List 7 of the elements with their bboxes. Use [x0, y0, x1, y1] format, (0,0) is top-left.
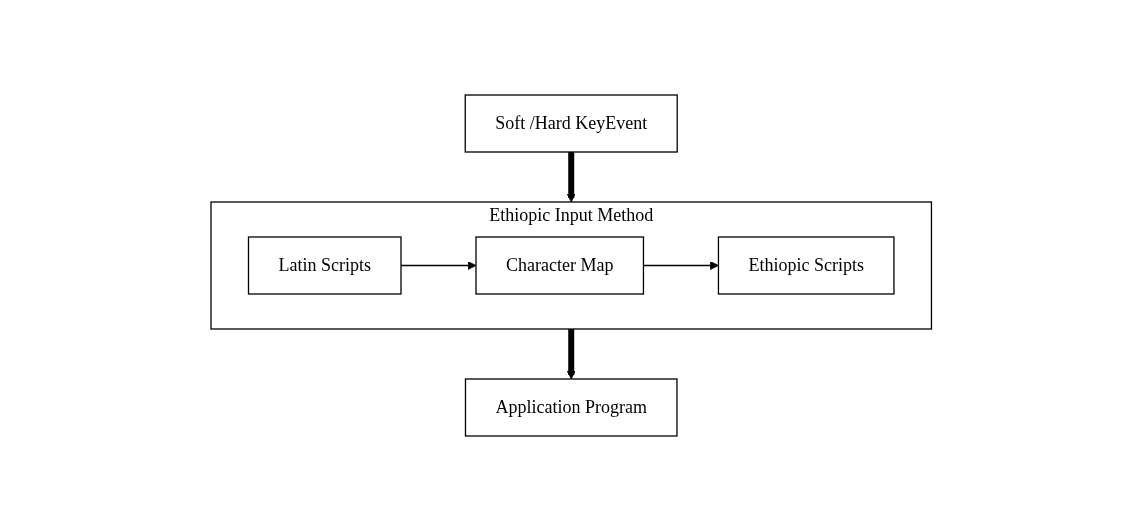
node-box: Character Map	[475, 236, 645, 295]
node-box: Ethiopic Scripts	[718, 236, 895, 295]
arrow	[567, 329, 576, 380]
arrow	[567, 152, 576, 203]
node-box: Application Program	[465, 378, 678, 437]
node-box: Latin Scripts	[248, 236, 402, 295]
node-box: Soft /Hard KeyEvent	[464, 94, 679, 153]
